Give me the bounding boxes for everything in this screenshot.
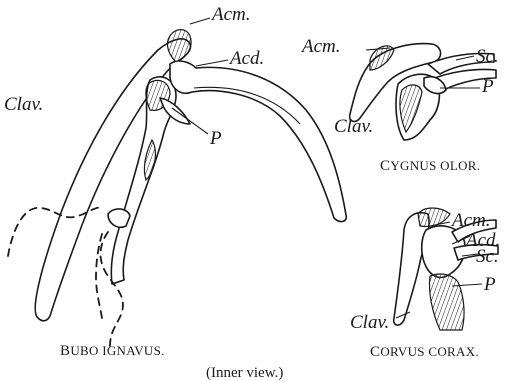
cygnus-caption-initial: C <box>380 158 390 174</box>
corvus-label-sc: Sc. <box>476 246 499 267</box>
bubo-caption-rest: UBO IGNAVUS. <box>70 343 164 358</box>
corvus-clavicle <box>394 213 429 325</box>
bubo-label-acd: Acd. <box>228 48 264 69</box>
view-note: (Inner view.) <box>206 365 283 381</box>
bubo-coracoid-foot <box>108 209 130 227</box>
cygnus-label-acm: Acm. <box>300 36 341 57</box>
bubo-label-clav: Clav. <box>4 94 43 115</box>
cygnus-caption: CYGNUS OLOR. <box>380 158 480 174</box>
corvus-acromion <box>418 208 450 227</box>
cygnus-label-p: P <box>481 76 494 97</box>
bubo-scapula <box>170 61 346 222</box>
corvus-label-clav: Clav. <box>350 312 389 333</box>
corvus-caption: CORVUS CORAX. <box>370 344 479 360</box>
bubo-label-p: P <box>209 128 222 149</box>
bubo-caption: BUBO IGNAVUS. <box>60 343 165 359</box>
bubo-acm-leader <box>190 18 210 24</box>
bubo-caption-initial: B <box>60 343 70 359</box>
cygnus-caption-rest: YGNUS OLOR. <box>390 158 480 173</box>
corvus-coracoid-hatch <box>429 274 464 330</box>
corvus-caption-initial: C <box>370 344 380 360</box>
cygnus-label-clav: Clav. <box>334 116 373 137</box>
corvus-label-acm: Acm. <box>450 210 491 231</box>
bubo-acd-leader <box>196 60 228 66</box>
cygnus-label-sc: Sc. <box>476 46 499 67</box>
bubo-drawing <box>8 18 346 346</box>
corvus-caption-rest: ORVUS CORAX. <box>380 344 479 359</box>
bubo-label-acm: Acm. <box>210 4 251 25</box>
corvus-label-p: P <box>483 274 496 295</box>
